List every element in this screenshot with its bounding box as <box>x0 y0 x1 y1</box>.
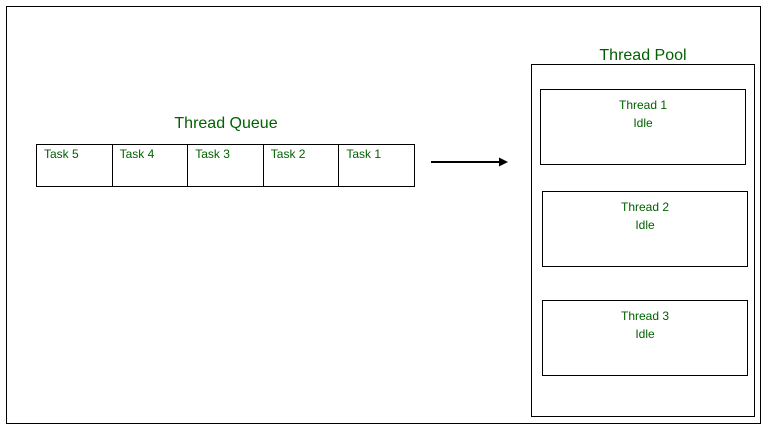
thread-name: Thread 3 <box>620 309 670 323</box>
thread-name: Thread 2 <box>620 200 670 214</box>
queue-task-cell: Task 2 <box>264 145 340 186</box>
thread-queue: Task 5 Task 4 Task 3 Task 2 Task 1 <box>36 144 415 187</box>
thread-box: Thread 1 Idle <box>540 89 746 165</box>
queue-task-cell: Task 3 <box>188 145 264 186</box>
queue-task-cell: Task 4 <box>113 145 189 186</box>
thread-status: Idle <box>635 327 655 341</box>
queue-task-cell: Task 1 <box>346 147 382 161</box>
queue-task-cell: Task 5 <box>37 145 113 186</box>
thread-queue-title: Thread Queue <box>174 115 278 132</box>
arrow-right-icon <box>431 157 508 167</box>
diagram-frame: Thread Queue Task 5 Task 4 Task 3 Task 2… <box>6 6 761 424</box>
thread-status: Idle <box>633 116 653 130</box>
thread-pool: Thread 1 Idle Thread 2 Idle Thread 3 Idl… <box>531 64 755 417</box>
thread-box: Thread 3 Idle <box>542 300 748 376</box>
thread-name: Thread 1 <box>618 98 668 112</box>
thread-pool-title: Thread Pool <box>599 47 687 64</box>
thread-status: Idle <box>635 218 655 232</box>
thread-box: Thread 2 Idle <box>542 191 748 267</box>
